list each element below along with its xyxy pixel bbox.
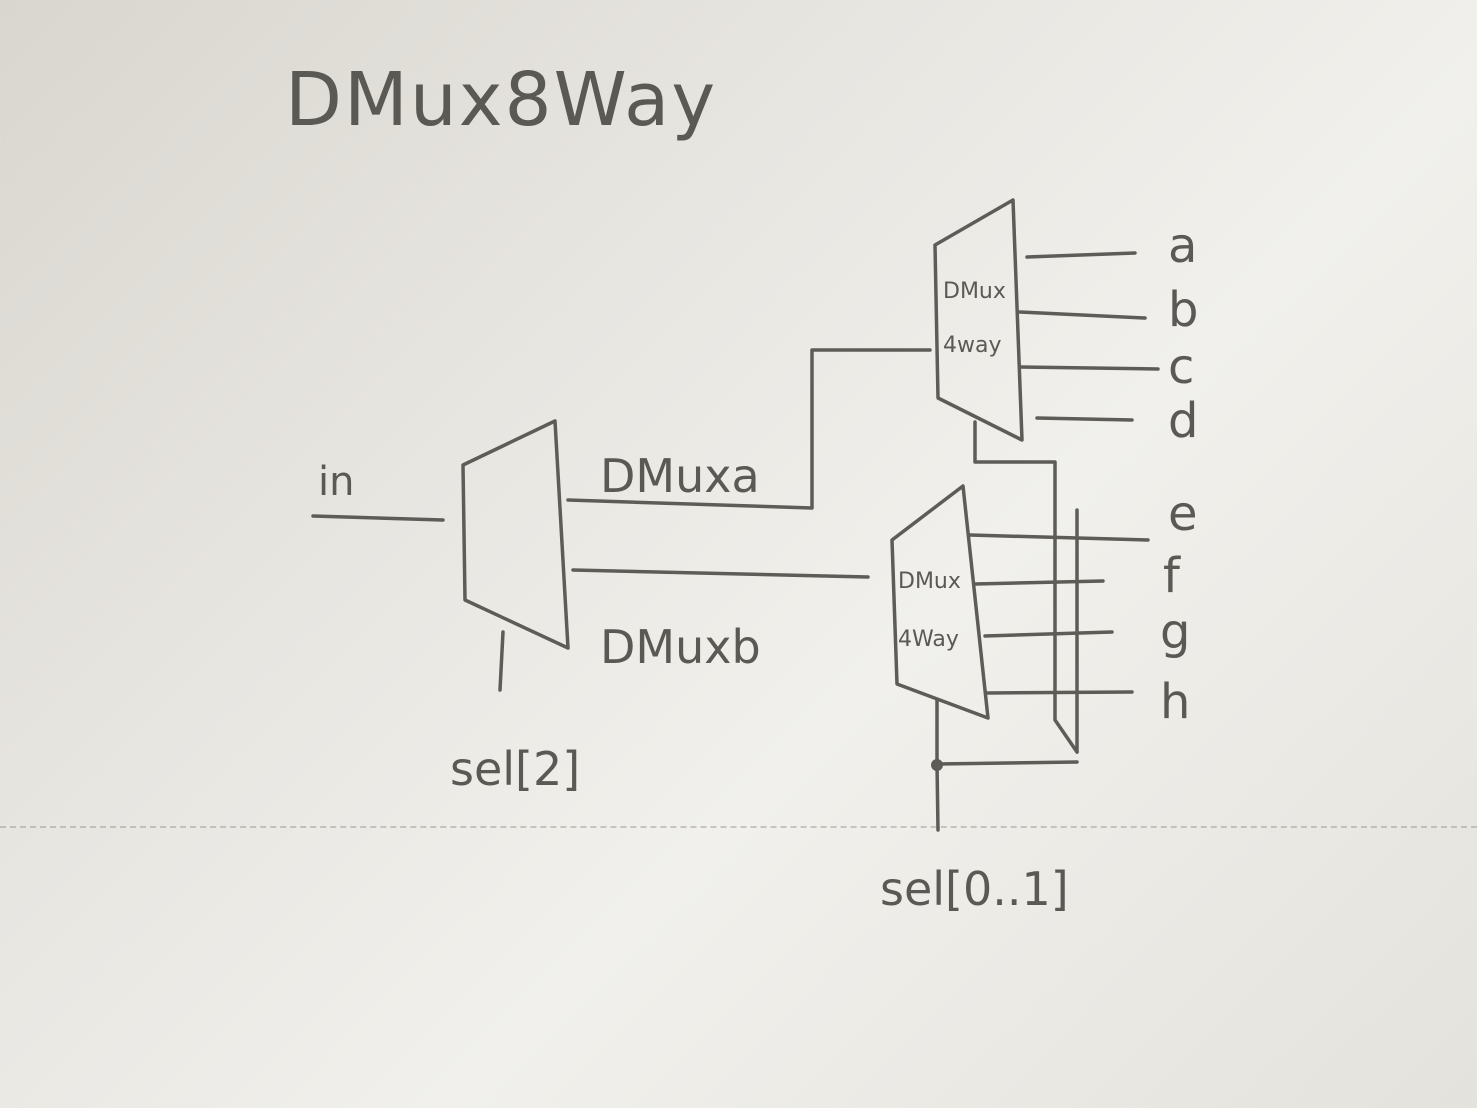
select-junction-dot: [931, 759, 943, 771]
output-wire-b: [1018, 310, 1147, 320]
output-label-d: d: [1168, 393, 1198, 449]
dmuxa-label: DMuxa: [600, 449, 760, 503]
input-wire: [311, 514, 445, 522]
sel2-label: sel[2]: [450, 742, 580, 796]
output-label-b: b: [1168, 282, 1198, 338]
output-label-e: e: [1168, 486, 1198, 542]
output-wire-a: [1025, 251, 1137, 259]
output-label-h: h: [1160, 674, 1190, 730]
dmuxa-wire: [566, 348, 932, 510]
upper-block-label-line1: DMux: [943, 279, 1006, 304]
output-label-f: f: [1163, 548, 1181, 604]
output-label-a: a: [1168, 218, 1197, 274]
output-label-g: g: [1160, 604, 1190, 660]
paper-fold-line: [0, 826, 1477, 828]
upper-select-bus: [973, 420, 1079, 754]
output-wire-d: [1035, 416, 1134, 422]
shared-select-label: sel[0..1]: [880, 862, 1069, 916]
shared-select-wire: [935, 762, 940, 832]
output-label-c: c: [1168, 339, 1194, 395]
diagram-title: DMux8Way: [285, 57, 717, 143]
input-label: in: [318, 459, 354, 505]
upper-dmux4way-block: [933, 198, 1024, 442]
dmuxb-wire: [571, 568, 870, 579]
first-stage-dmux: [461, 419, 570, 650]
lower-block-label-line1: DMux: [898, 569, 961, 594]
output-wire-h: [985, 690, 1134, 695]
output-wire-g: [983, 630, 1114, 638]
lower-dmux4way-block: [890, 484, 990, 720]
output-wire-e: [968, 533, 1150, 542]
output-wire-c: [1018, 365, 1160, 371]
sel2-wire: [498, 630, 505, 692]
lower-block-label-line2: 4Way: [898, 627, 959, 652]
output-wire-f: [973, 579, 1105, 586]
upper-block-label-line2: 4way: [943, 333, 1002, 358]
dmuxb-label: DMuxb: [600, 620, 761, 674]
